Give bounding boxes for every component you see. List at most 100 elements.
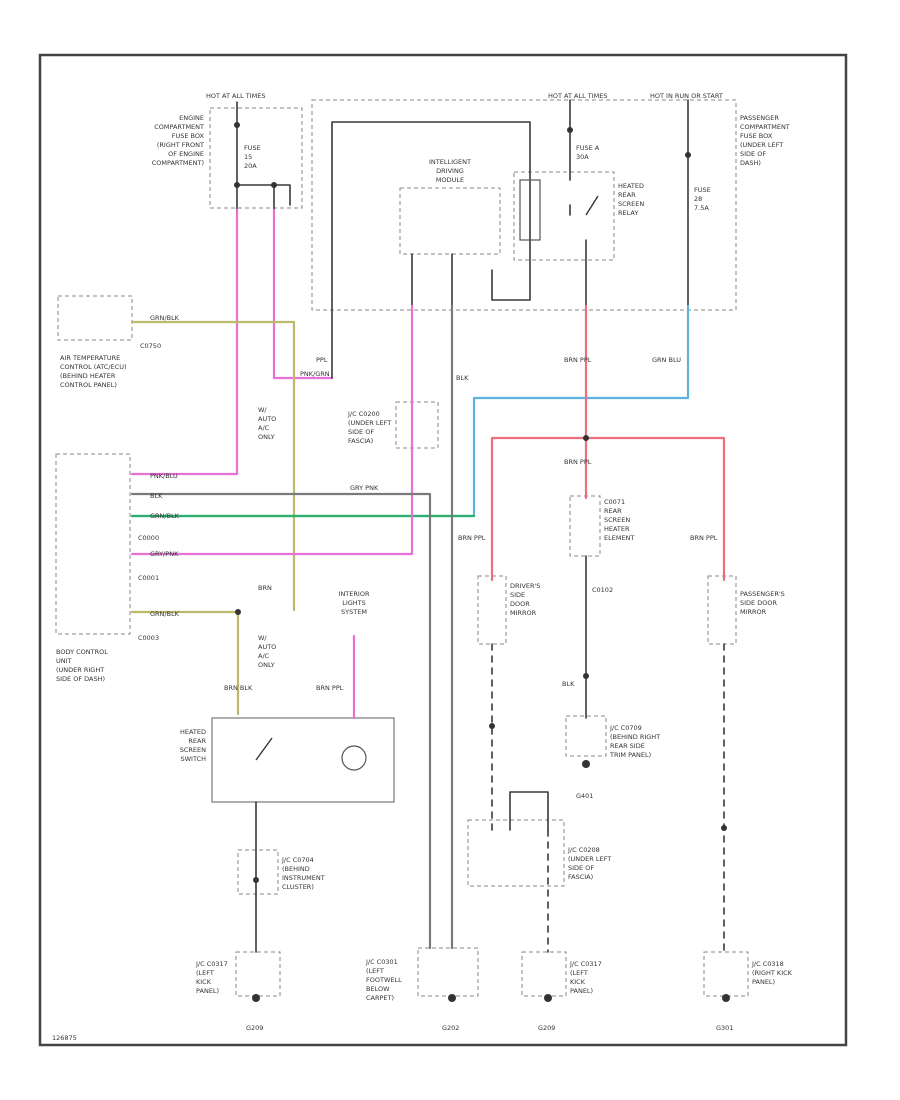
wire-pnk-blu-2 (272, 208, 334, 380)
rear-heater-label-line: C0071 (604, 498, 625, 506)
bcu-label-line: SIDE OF DASH) (56, 675, 105, 683)
wire-label-gry-pnk-2: GRY PNK (350, 484, 379, 492)
rear-heater-label-line: HEATER (604, 525, 630, 533)
auto-ac-note-1-line: W/ (258, 406, 267, 414)
jc-c0317-left-label-line: (LEFT (196, 969, 214, 977)
jc-c0704-label-line: (BEHIND (282, 865, 310, 873)
wire-label-grn-blk-2: GRN/BLK (150, 610, 180, 618)
jc-c0208-label-line: J/C C0208 (567, 846, 600, 854)
jc-c0200-label-line: SIDE OF (348, 428, 374, 436)
wire-label-brn-ppl-sw: BRN PPL (316, 684, 344, 692)
wire-label-pnk-blu-2: PNK/GRN (300, 370, 330, 378)
jc-c0200-outline (395, 401, 439, 449)
interior-lights-label-line: INTERIOR (339, 590, 370, 598)
connector-c0102: C0102 (592, 586, 613, 594)
jc-c0317-mid-label-line: (LEFT (570, 969, 588, 977)
auto-ac-note-2-line: A/C (258, 652, 270, 660)
auto-ac-note-1-line: AUTO (258, 415, 276, 423)
splice-dots (234, 122, 727, 883)
auto-ac-note-1-line: ONLY (258, 433, 275, 441)
wire-label-blk-top: BLK (456, 374, 469, 382)
fuse-15-label-line: 20A (244, 162, 257, 170)
jc-c0208-label-line: (UNDER LEFT (568, 855, 611, 863)
passengers-mirror-label-line: PASSENGER'S (740, 590, 785, 598)
idm-label-line: INTELLIGENT (429, 158, 471, 166)
rear-heater-label-line: REAR (604, 507, 622, 515)
wire-label-blk: BLK (562, 680, 575, 688)
jc-c0200-label-line: FASCIA) (348, 437, 373, 445)
jc-c0301-label-line: FOOTWELL (366, 976, 402, 984)
hot-all-times-right: HOT AT ALL TIMES (548, 92, 608, 100)
wire-label-brn-blk-sw: BRN BLK (224, 684, 253, 692)
wire-idm-pins (411, 253, 453, 307)
switch-label-line: SCREEN (180, 746, 206, 754)
jc-c0208-outline (467, 819, 565, 887)
engine-fuse-box-outline (209, 107, 303, 209)
wire-grn-blk-bottom (130, 610, 240, 716)
jc-c0709-label-line: REAR SIDE (610, 742, 645, 750)
connector-c0003: C0003 (138, 634, 159, 642)
jc-c0317-left-outline (235, 951, 281, 997)
jc-c0704-label-line: INSTRUMENT (282, 874, 325, 882)
wire-label-gry-pnk: GRY/PNK (150, 550, 179, 558)
jc-c0301-label-line: (LEFT (366, 967, 384, 975)
relay-label-line: HEATED (618, 182, 644, 190)
relay-label-line: RELAY (618, 209, 638, 217)
drivers-mirror-label-line: DOOR (510, 600, 530, 608)
rear-heater-outline (569, 495, 601, 557)
ground-symbols (252, 760, 730, 1002)
jc-c0301-label-line: BELOW (366, 985, 390, 993)
drivers-mirror-label-line: SIDE (510, 591, 525, 599)
passenger-fuse-box-outline (311, 99, 737, 311)
fuse-28-label-line: FUSE (694, 186, 711, 194)
bcu-label-line: (UNDER RIGHT (56, 666, 104, 674)
jc-c0301-outline (417, 947, 479, 997)
wire-grn-blu (130, 304, 690, 518)
figure-id: 126875 (52, 1034, 77, 1042)
engine-fuse-box-label-line: OF ENGINE (168, 150, 204, 158)
jc-c0318-label-line: J/C C0318 (751, 960, 784, 968)
jc-c0317-mid-label-line: KICK (570, 978, 586, 986)
wire-brn-ppl-split (490, 436, 726, 582)
idm-outline (399, 187, 501, 255)
interior-lights-label-line: SYSTEM (341, 608, 367, 616)
ground-label-g202: G202 (442, 1024, 459, 1032)
rear-heater-label-line: SCREEN (604, 516, 630, 524)
interior-lights-label-line: LIGHTS (342, 599, 366, 607)
wire-label-brn-ppl-4: BRN PPL (690, 534, 718, 542)
relay-symbol (519, 179, 599, 241)
jc-c0704-outline (237, 849, 279, 895)
drivers-mirror-label-line: MIRROR (510, 609, 537, 617)
switch-label-line: REAR (188, 737, 206, 745)
relay-label-line: REAR (618, 191, 636, 199)
passengers-mirror-label-line: MIRROR (740, 608, 767, 616)
fuse-a-label-line: 30A (576, 153, 589, 161)
switch-symbol (255, 737, 367, 771)
atc-unit-label-line: (BEHIND HEATER (60, 372, 116, 380)
wire-c0208-loop (509, 791, 549, 831)
auto-ac-note-2-line: W/ (258, 634, 267, 642)
wire-gry-pnk (130, 304, 414, 556)
switch-label-line: HEATED (180, 728, 206, 736)
bcu-label-line: BODY CONTROL (56, 648, 108, 656)
relay-label-line: SCREEN (618, 200, 644, 208)
atc-unit-label-line: AIR TEMPERATURE (60, 354, 120, 362)
bcu-label-line: UNIT (56, 657, 72, 665)
connector-c0001: C0001 (138, 574, 159, 582)
jc-c0208-label-line: FASCIA) (568, 873, 593, 881)
engine-fuse-box-label-line: FUSE BOX (172, 132, 205, 140)
wire-blk-bcu (130, 492, 432, 950)
jc-c0709-label-line: (BEHIND RIGHT (610, 733, 660, 741)
hot-in-run: HOT IN RUN OR START (650, 92, 723, 100)
jc-c0317-left-label-line: J/C C0317 (195, 960, 228, 968)
